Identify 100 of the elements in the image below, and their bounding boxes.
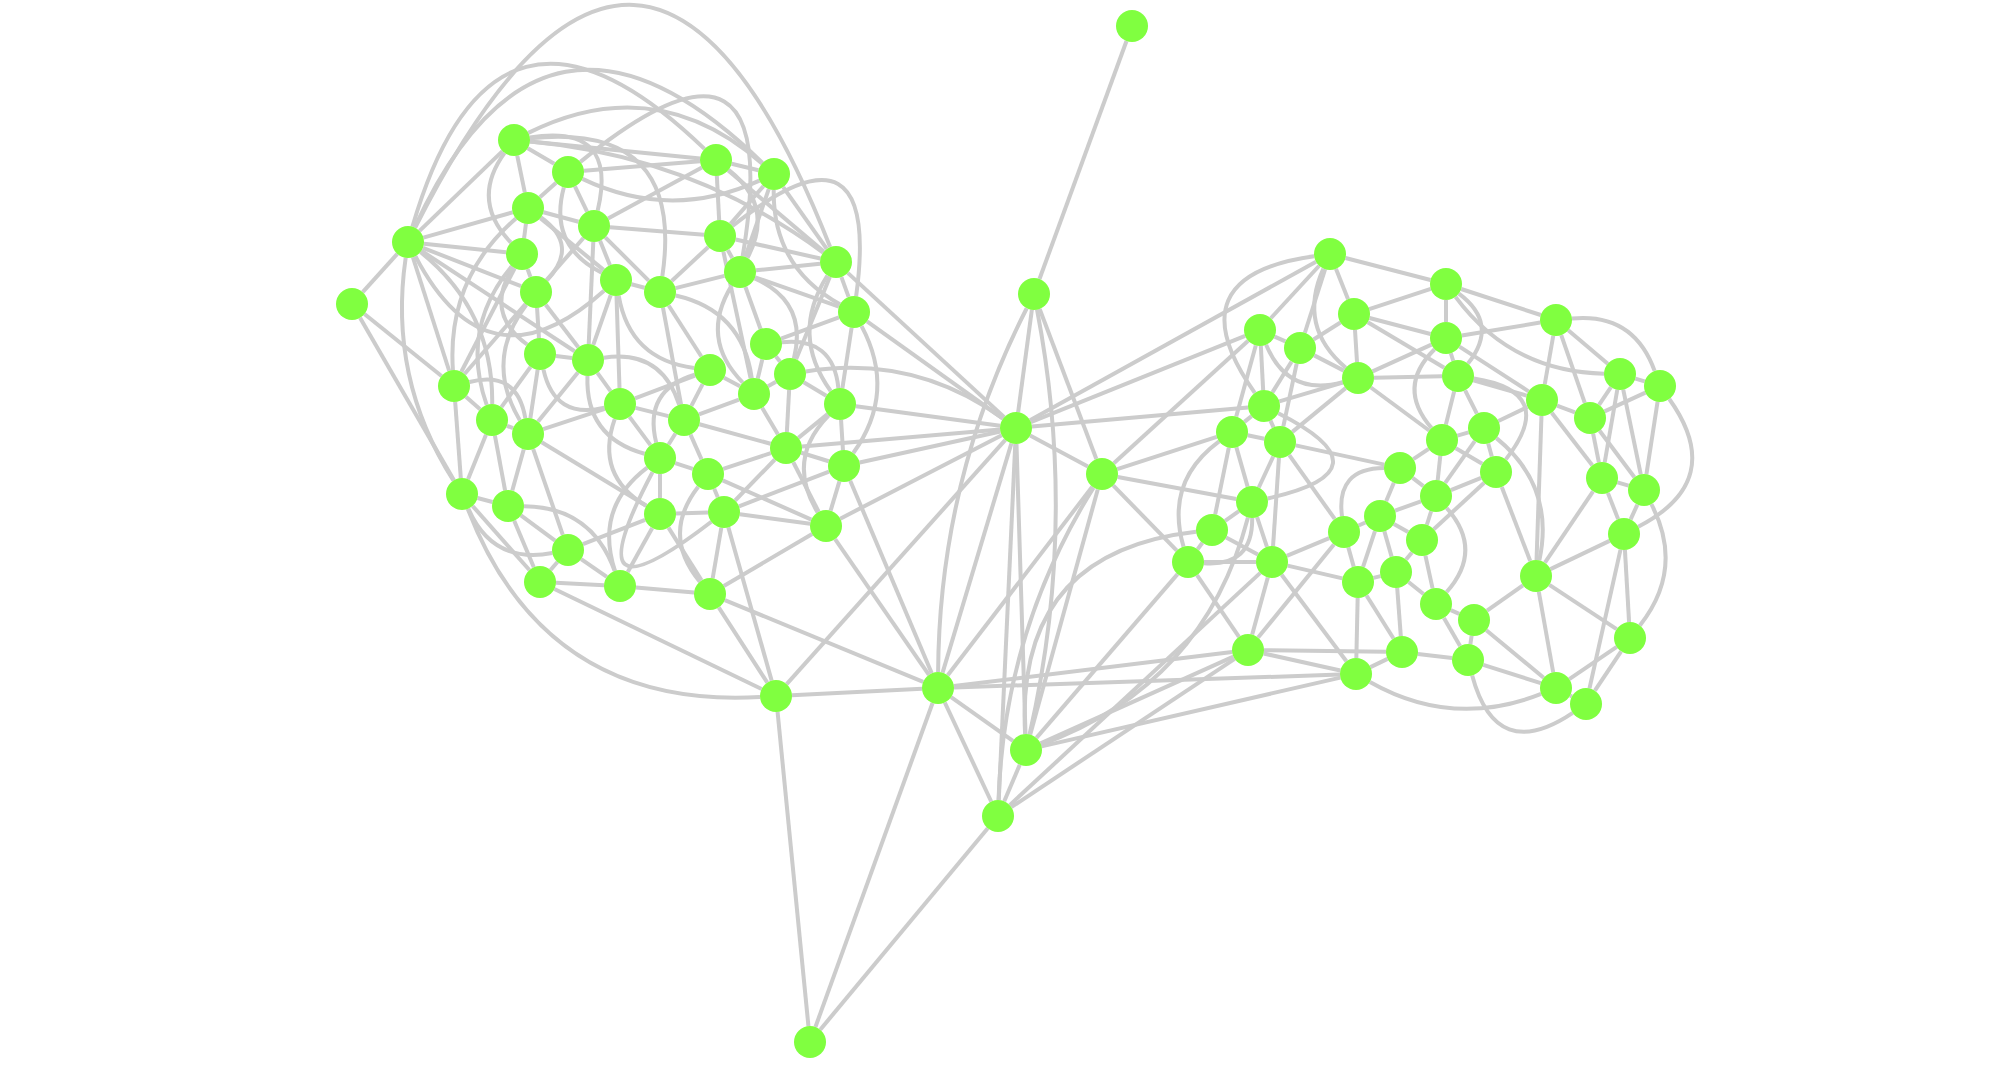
connector-line: [1016, 309, 1034, 413]
connector-line: [492, 435, 508, 491]
connector-line: [1112, 339, 1250, 465]
connector-line: [726, 526, 774, 682]
connector-line: [603, 354, 681, 406]
connector-line: [1457, 292, 1484, 365]
connector-line: [1287, 453, 1337, 521]
connector-line: [1606, 492, 1620, 520]
connector-line: [1263, 648, 1387, 654]
connector-line: [607, 165, 703, 221]
connector-line: [1417, 651, 1453, 661]
connector-line: [785, 438, 1007, 686]
connector-line: [1482, 662, 1542, 686]
connector-line: [839, 419, 845, 451]
connector-line: [538, 181, 558, 199]
connector-line: [1412, 447, 1430, 461]
connector-line: [1222, 254, 1315, 394]
connector-line: [738, 469, 830, 509]
connector-line: [727, 168, 760, 259]
connector-line: [675, 510, 709, 516]
connector-line: [1543, 490, 1595, 564]
connector-line: [545, 236, 585, 282]
connector-line: [539, 216, 605, 272]
connector-line: [717, 606, 769, 684]
connector-line: [1031, 405, 1249, 429]
connector-line: [540, 440, 648, 508]
connector-line: [1548, 583, 1618, 631]
connector-line: [585, 375, 646, 456]
connector-line: [1302, 268, 1328, 334]
connector-line: [658, 474, 662, 498]
connector-line: [1542, 335, 1556, 385]
connector-line: [1445, 506, 1468, 594]
connector-line: [855, 404, 1001, 428]
connector-line: [800, 450, 830, 464]
connector-line: [465, 508, 761, 700]
connector-line: [1041, 675, 1341, 749]
connector-line: [422, 210, 514, 240]
connector-line: [400, 257, 456, 482]
connector-line: [1435, 455, 1443, 481]
connector-line: [1203, 517, 1255, 566]
connector-line: [542, 407, 606, 431]
connector-line: [1295, 443, 1385, 467]
connector-line: [583, 159, 701, 173]
connector-line: [1278, 380, 1344, 404]
connector-line: [1312, 320, 1342, 342]
connector-line: [1334, 268, 1350, 300]
connector-line: [580, 557, 608, 579]
connector-line: [423, 241, 507, 255]
connector-line: [731, 178, 862, 297]
connector-line: [781, 185, 829, 251]
connector-line: [499, 365, 533, 409]
connector-line: [743, 188, 771, 258]
connector-line: [536, 371, 580, 423]
connector-line: [698, 397, 740, 417]
connector-line: [1027, 309, 1058, 735]
connector-line: [1486, 442, 1494, 458]
connector-line: [651, 372, 696, 443]
connector-line: [1407, 580, 1425, 596]
connector-line: [1280, 573, 1348, 663]
connector-line: [1263, 651, 1341, 673]
connector-line: [1258, 345, 1266, 391]
connector-line: [422, 245, 522, 289]
connector-line: [595, 371, 613, 393]
connector-line: [1559, 334, 1587, 404]
connector-line: [1213, 447, 1231, 515]
connector-line: [760, 406, 780, 436]
connector-line: [358, 316, 456, 482]
connector-line: [512, 519, 536, 569]
connector-line: [839, 433, 1003, 521]
connector-line: [418, 149, 504, 233]
connector-line: [1444, 300, 1448, 322]
connector-line: [865, 319, 1005, 421]
connector-line: [1368, 316, 1432, 336]
connector-line: [1039, 654, 1235, 746]
connector-line: [1353, 329, 1359, 363]
connector-line: [1534, 415, 1544, 561]
connector-line: [529, 134, 667, 277]
connector-line: [1593, 650, 1623, 692]
connector-line: [627, 415, 653, 447]
connector-line: [949, 695, 1015, 743]
connector-line: [1473, 376, 1528, 461]
connector-line: [1345, 256, 1431, 282]
connector-line: [526, 146, 556, 166]
connector-line: [607, 466, 649, 572]
connector-line: [582, 517, 646, 547]
connector-line: [1368, 287, 1432, 311]
connector-line: [780, 315, 840, 341]
connector-line: [413, 3, 832, 248]
connector-line: [1223, 509, 1241, 523]
connector-line: [1472, 378, 1528, 398]
connector-line: [1458, 345, 1530, 393]
connector-line: [1354, 597, 1360, 659]
connector-line: [753, 276, 799, 359]
connector-line: [698, 422, 772, 446]
connector-line: [1556, 403, 1576, 415]
connector-line: [1034, 572, 1180, 740]
connector-line: [784, 389, 792, 433]
connector-line: [1597, 386, 1613, 406]
connector-line: [1424, 510, 1434, 526]
connector-line: [591, 294, 613, 346]
